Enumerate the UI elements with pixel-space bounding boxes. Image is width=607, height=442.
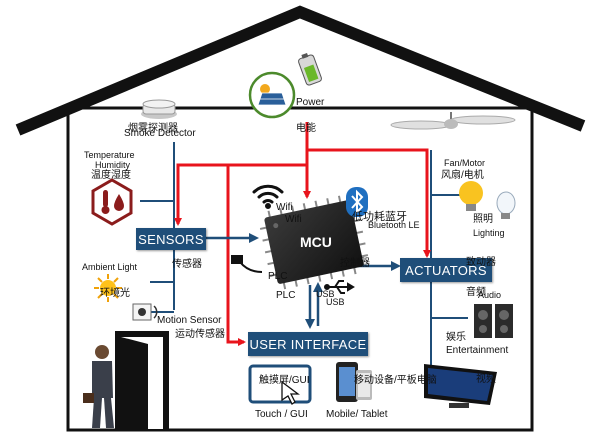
actuators-box-label-cn: 致动器 — [466, 257, 496, 268]
touch-gui-label-cn: 触摸屏/GUI — [259, 375, 310, 386]
smoke-detector-label-cn: 烟雾探测器 — [128, 123, 178, 134]
data-arrows — [206, 233, 401, 329]
door-icon — [115, 331, 169, 429]
speaker-icon — [474, 304, 513, 338]
sensor-bus — [140, 142, 175, 313]
plc-plug-icon — [231, 255, 263, 273]
fan-motor-label-cn: 风扇/电机 — [441, 170, 484, 181]
usb-label-cn: USB — [326, 297, 345, 307]
entertainment-label-cn: 娱乐 — [446, 332, 466, 343]
battery-icon — [298, 52, 322, 86]
humidity-label-en: Humidity — [95, 160, 131, 170]
entertainment-label-en: Entertainment — [446, 345, 509, 356]
tv-icon — [424, 364, 497, 408]
touch-gui-icon — [248, 364, 312, 405]
audio-label-en: Audio — [478, 290, 502, 300]
touch-gui-label-en: Touch / GUI — [255, 409, 308, 420]
house-outline — [15, 5, 586, 432]
bluetooth-icon — [346, 187, 368, 217]
mobile-tablet-icon — [336, 362, 372, 402]
plc-label-cn: PLC — [276, 290, 296, 301]
wifi-icon — [252, 184, 284, 209]
smoke-detector-label-en: Smoke Detector — [124, 128, 196, 139]
lighting-label-en: Lighting — [473, 228, 505, 238]
wifi-label-en: Wifi — [276, 202, 293, 213]
power-label-en: Power — [296, 97, 325, 108]
temperature-humidity-icon — [91, 178, 133, 226]
wifi-label-cn: Wifi — [285, 214, 302, 225]
power-label-cn: 电能 — [296, 123, 316, 134]
solar-panel-icon — [248, 71, 296, 119]
usb-icon — [324, 280, 355, 294]
usb-label-en: USB — [316, 289, 335, 299]
video-label-cn: 视频 — [476, 374, 496, 385]
temperature-label-en: Temperature — [84, 150, 135, 160]
motion-sensor-label-cn: 运动传感器 — [175, 329, 225, 340]
motion-sensor-icon — [132, 303, 158, 321]
fan-motor-label-en: Fan/Motor — [444, 158, 486, 168]
sensors-box: SENSORS — [136, 228, 206, 250]
ambient-light-label-cn: 环境光 — [100, 288, 130, 299]
person-icon — [83, 345, 114, 428]
actuators-box: ACTUATORS — [400, 258, 492, 282]
mobile-tablet-label-cn: 移动设备/平板电脑 — [354, 375, 437, 386]
controller-label-cn: 控制器 — [340, 258, 370, 269]
ambient-light-icon — [94, 274, 122, 302]
audio-label-cn: 音频 — [466, 287, 486, 298]
user-interface-box: USER INTERFACE — [248, 332, 368, 356]
sensors-box-label-cn: 传感器 — [172, 259, 202, 270]
plc-label-en: PLC — [268, 271, 288, 282]
motion-sensor-label-en: Motion Sensor — [157, 315, 222, 326]
mobile-tablet-label-en: Mobile/ Tablet — [326, 409, 388, 420]
power-lines — [174, 122, 431, 346]
bluetooth-label-en: Bluetooth LE — [368, 220, 420, 230]
bluetooth-label-cn: 低功耗蓝牙 — [352, 211, 407, 223]
mcu-chip-label: MCU — [300, 234, 332, 250]
ceiling-fan-icon — [390, 112, 516, 130]
temperature-humidity-label-cn: 温度湿度 — [91, 170, 131, 181]
lighting-icon — [459, 181, 516, 219]
smoke-detector-icon — [141, 99, 177, 119]
lighting-label-cn: 照明 — [473, 214, 493, 225]
ambient-light-label-en: Ambient Light — [82, 262, 138, 272]
